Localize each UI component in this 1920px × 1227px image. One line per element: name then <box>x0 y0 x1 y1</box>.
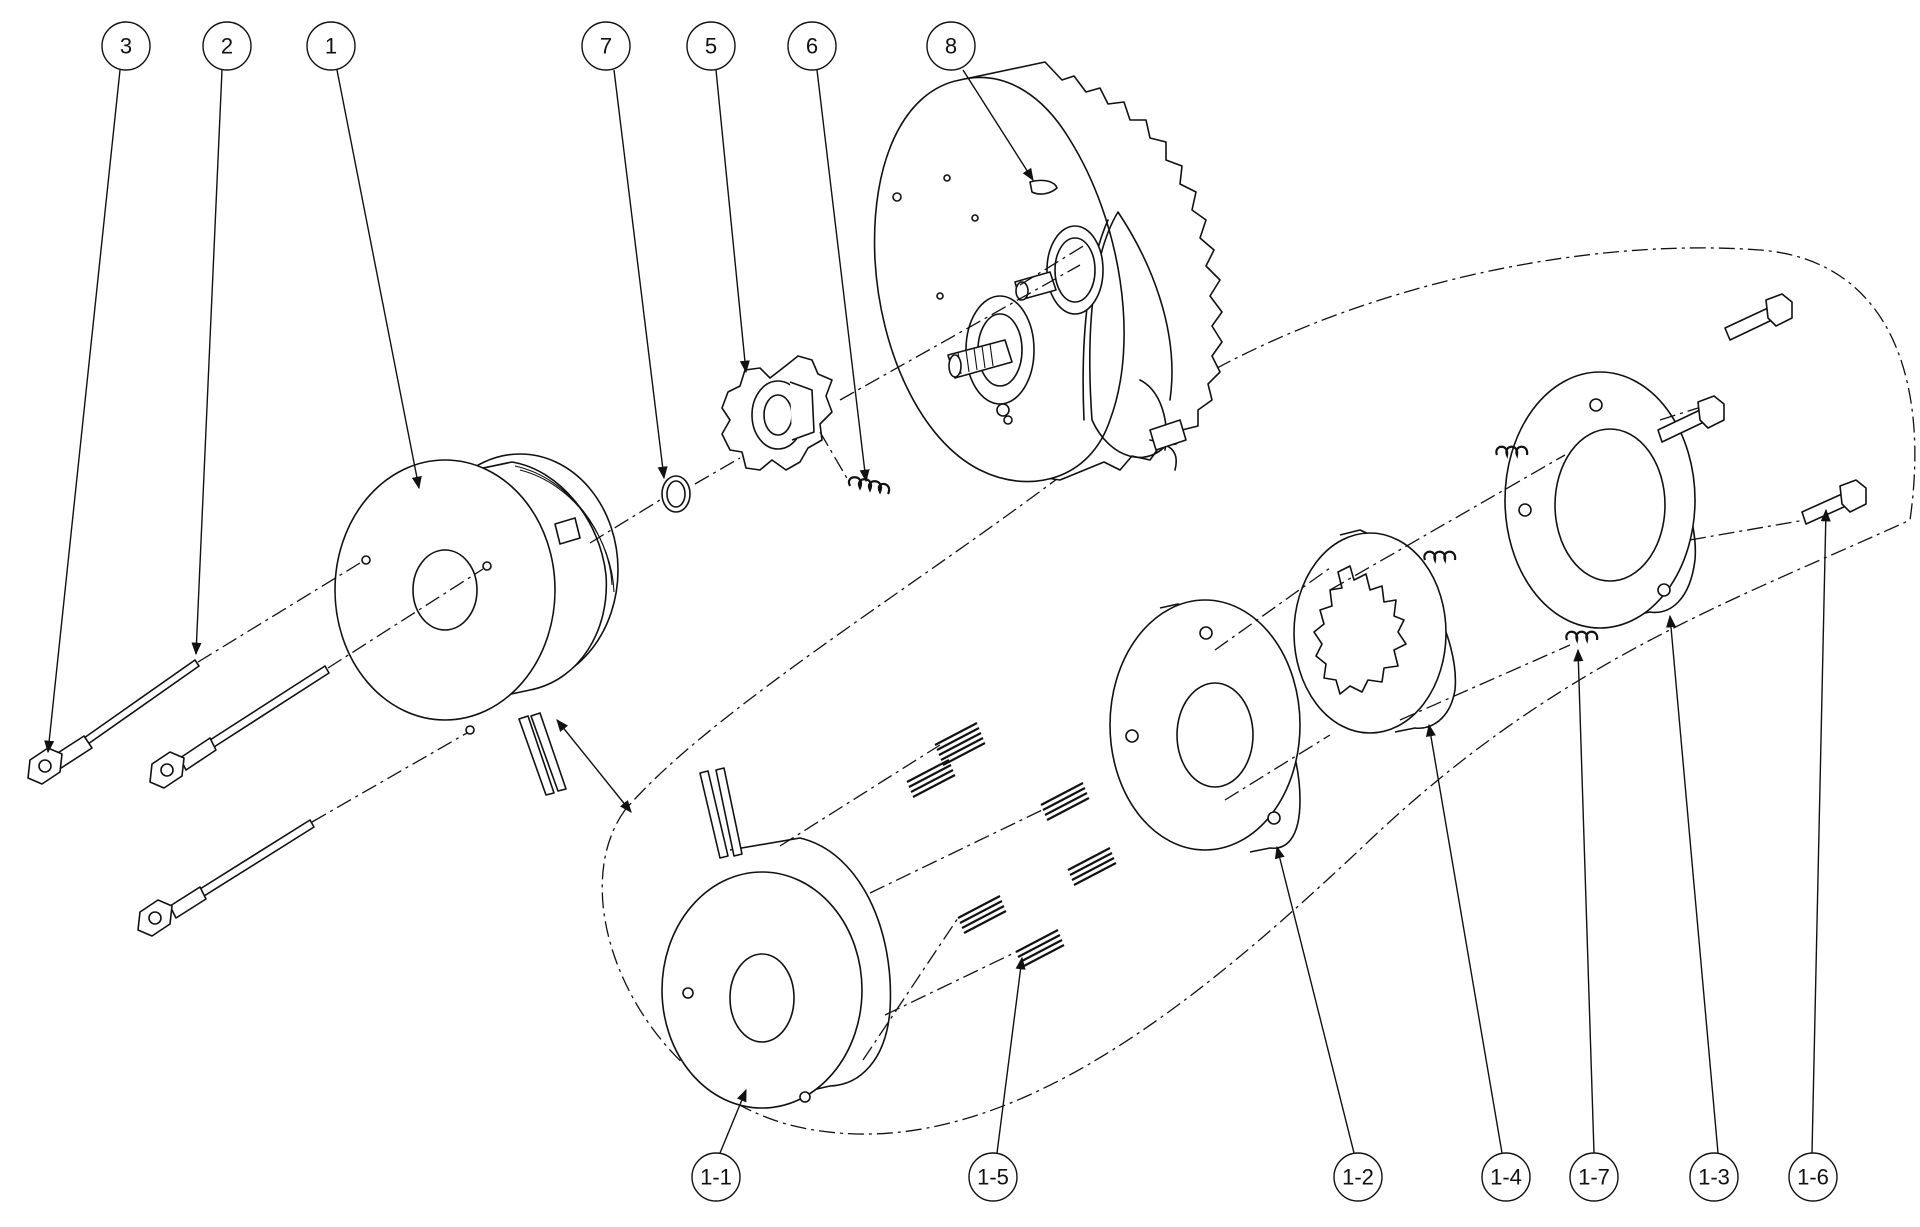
balloon-1-1-label: 1-1 <box>700 1165 732 1190</box>
end-plate <box>1504 371 1697 629</box>
gear-housing <box>873 61 1223 483</box>
balloon-1-4: 1-4 <box>1481 1152 1531 1202</box>
balloon-1-label: 1 <box>325 34 337 59</box>
balloon-1-7: 1-7 <box>1569 1152 1619 1202</box>
field-housing <box>661 767 892 1109</box>
armature-plate <box>1109 599 1301 853</box>
small-springs <box>1423 445 1599 645</box>
balloon-1-3: 1-3 <box>1689 1152 1739 1202</box>
balloon-1-6-label: 1-6 <box>1797 1165 1829 1190</box>
retaining-ring <box>661 475 691 513</box>
balloon-1-5: 1-5 <box>968 1152 1018 1202</box>
hex-bolt-lower <box>1801 479 1867 525</box>
hex-bolt-upper <box>1724 293 1793 341</box>
balloon-6: 6 <box>787 21 837 71</box>
small-spring <box>847 476 891 495</box>
balloon-2: 2 <box>202 21 252 71</box>
long-bolt-upper <box>27 659 200 785</box>
balloon-7: 7 <box>581 21 631 71</box>
balloon-1-7-label: 1-7 <box>1578 1165 1610 1190</box>
hex-bolt-middle <box>1657 395 1725 443</box>
balloon-1-3-label: 1-3 <box>1698 1165 1730 1190</box>
balloon-3-label: 3 <box>120 34 132 59</box>
sprocket <box>721 355 833 471</box>
balloon-1: 1 <box>306 21 356 71</box>
balloon-3: 3 <box>101 21 151 71</box>
balloon-1-4-label: 1-4 <box>1490 1165 1522 1190</box>
balloon-1-2: 1-2 <box>1333 1152 1383 1202</box>
balloon-1-6: 1-6 <box>1788 1152 1838 1202</box>
balloon-2-label: 2 <box>221 34 233 59</box>
long-bolt-lower <box>137 819 315 937</box>
balloon-8: 8 <box>926 21 976 71</box>
balloon-8-label: 8 <box>945 34 957 59</box>
compression-springs <box>906 722 1117 968</box>
alignment-lines <box>197 244 1806 1061</box>
balloon-1-2-label: 1-2 <box>1342 1165 1374 1190</box>
balloon-6-label: 6 <box>806 34 818 59</box>
balloon-5-label: 5 <box>705 34 717 59</box>
balloon-5: 5 <box>686 21 736 71</box>
long-bolt-middle <box>149 665 330 789</box>
balloon-1-1: 1-1 <box>691 1152 741 1202</box>
balloon-1-5-label: 1-5 <box>977 1165 1009 1190</box>
leader-lines <box>44 69 1831 1154</box>
balloon-7-label: 7 <box>600 34 612 59</box>
friction-disk <box>1293 529 1457 734</box>
